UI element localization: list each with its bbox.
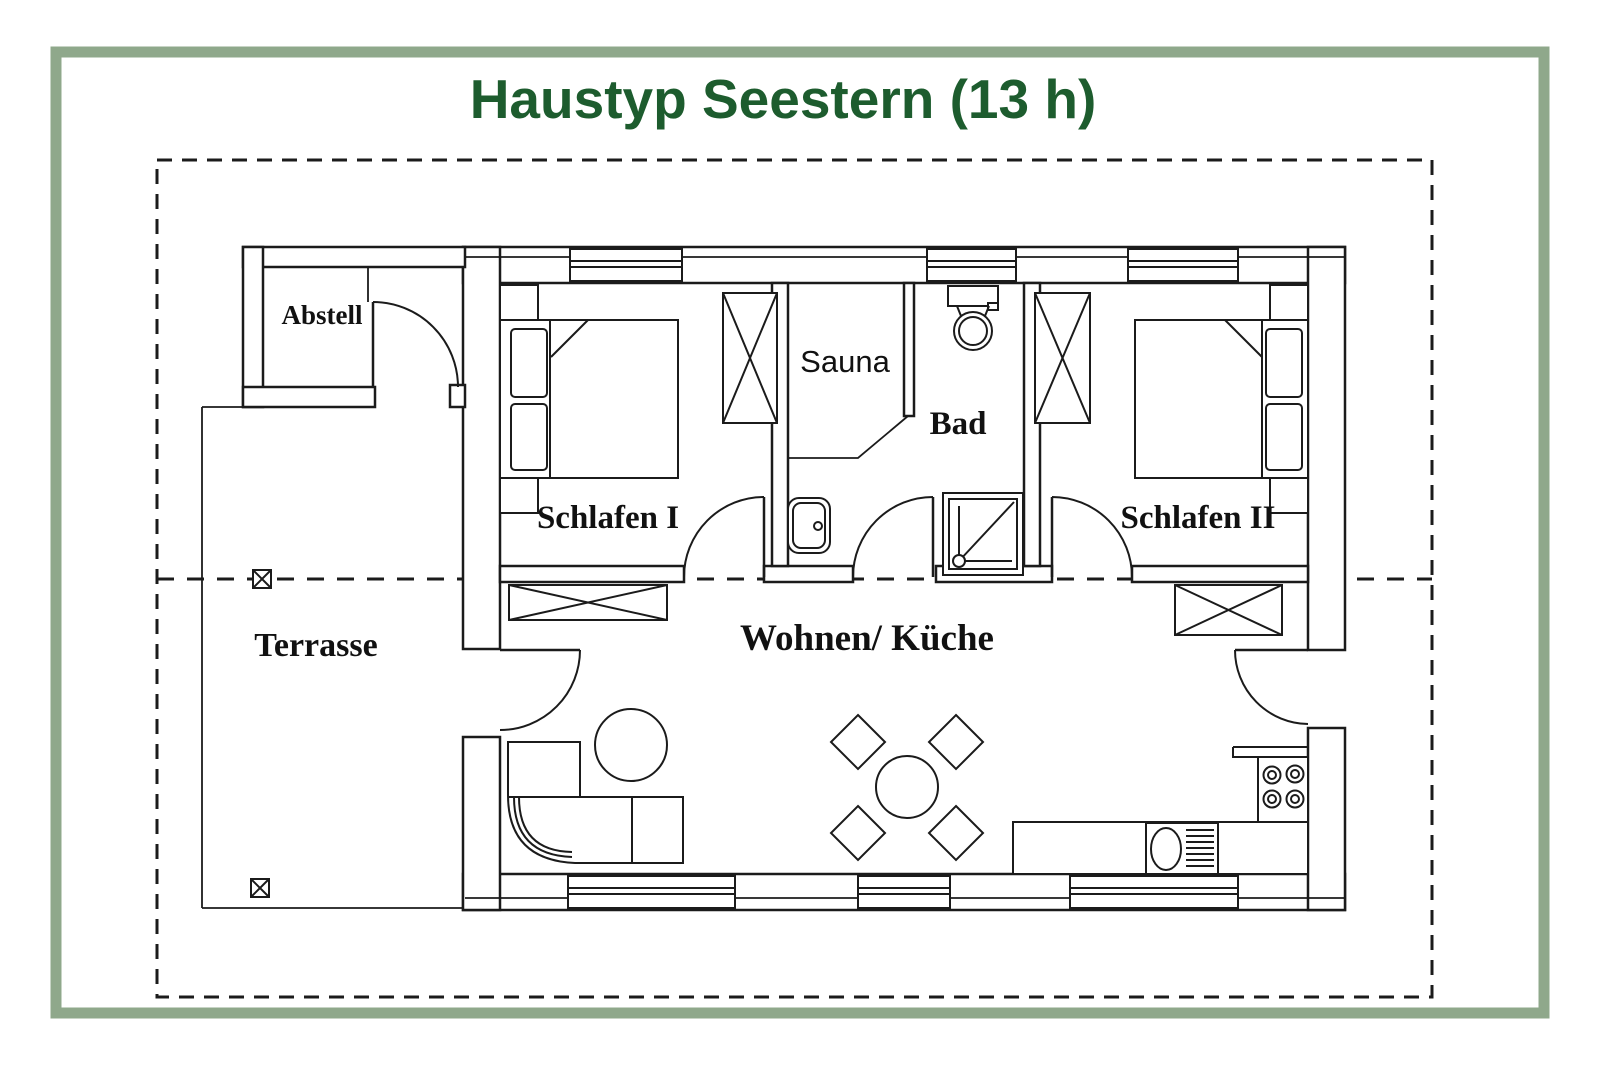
- chair-icon: [829, 713, 887, 771]
- bed-icon: [499, 284, 679, 514]
- chair-icon: [927, 713, 985, 771]
- bed-icon: [1134, 284, 1309, 514]
- wardrobe-icon: [1034, 292, 1091, 424]
- label-abstell: Abstell: [282, 300, 363, 330]
- stove-icon: [1257, 756, 1309, 823]
- kitchen-counter-icon: [1012, 746, 1309, 875]
- window-icon: [1127, 248, 1239, 282]
- label-wohnen-kueche: Wohnen/ Küche: [740, 618, 994, 659]
- door-icon: [371, 301, 459, 388]
- label-terrasse: Terrasse: [254, 627, 377, 664]
- sideboard-icon: [508, 584, 668, 621]
- label-sauna: Sauna: [800, 344, 890, 379]
- annex-walls: [241, 245, 467, 409]
- door-icon: [1050, 496, 1133, 578]
- chair-icon: [927, 804, 985, 862]
- label-schlafen1: Schlafen I: [537, 500, 679, 536]
- sauna-outline: [788, 415, 909, 459]
- label-schlafen2: Schlafen II: [1121, 500, 1276, 536]
- dining-table-icon: [875, 755, 939, 819]
- coffee-table-icon: [594, 708, 668, 782]
- window-icon: [1069, 875, 1239, 909]
- window-icon: [569, 248, 683, 282]
- page-title: Haustyp Seestern (13 h): [470, 68, 1097, 130]
- shower-icon: [942, 492, 1024, 576]
- door-icon: [852, 496, 935, 578]
- survey-marker-icon: [250, 878, 270, 898]
- window-icon: [567, 875, 736, 909]
- washbasin-icon: [787, 497, 831, 554]
- toilet-icon: [947, 285, 999, 351]
- door-icon: [1234, 648, 1309, 725]
- label-bad: Bad: [930, 406, 987, 442]
- sofa-icon: [507, 741, 684, 864]
- kitchen-sink-icon: [1145, 822, 1219, 875]
- door-icon: [683, 496, 766, 578]
- window-icon: [857, 875, 951, 909]
- window-icon: [926, 248, 1017, 282]
- door-icon: [499, 648, 581, 731]
- chair-icon: [829, 804, 887, 862]
- survey-marker-icon: [252, 569, 272, 589]
- page-frame: [50, 46, 1550, 1019]
- dining-set-icon: [829, 713, 985, 862]
- terrace-outline: [201, 406, 463, 909]
- wardrobe-icon: [722, 292, 778, 424]
- sideboard-icon: [1174, 584, 1283, 636]
